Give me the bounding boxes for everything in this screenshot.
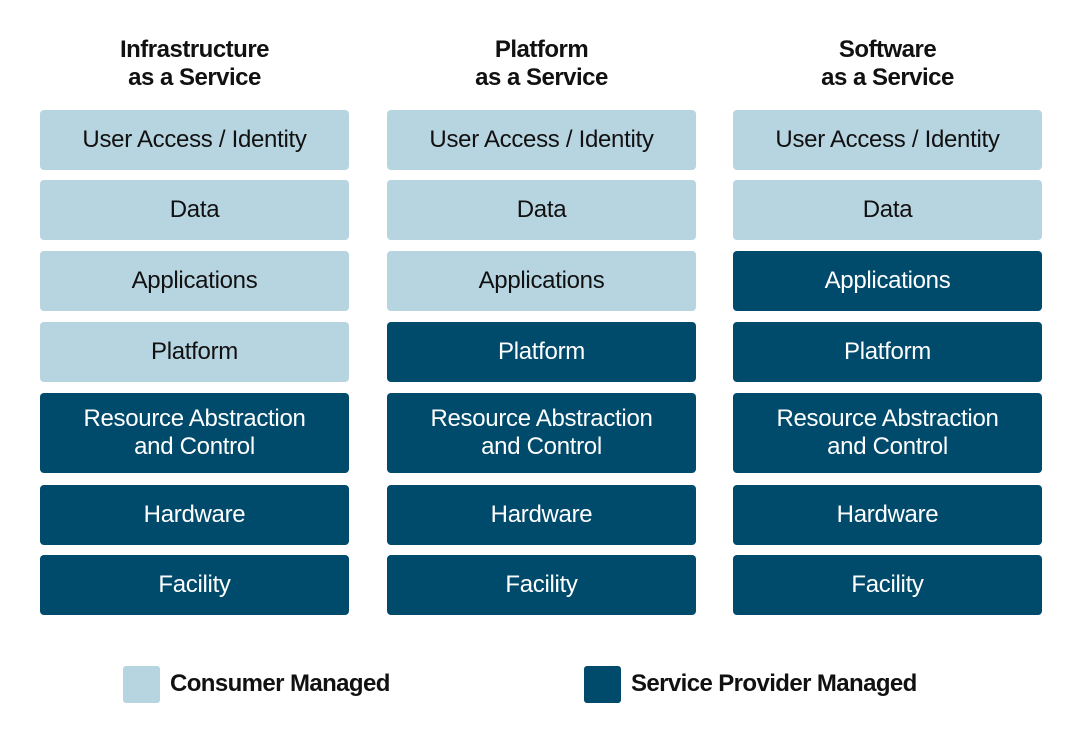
layer-applications: Applications (40, 251, 349, 311)
layer-hardware: Hardware (40, 485, 349, 545)
layer-label: Data (516, 196, 567, 223)
layer-applications: Applications (387, 251, 696, 311)
legend-service-provider-managed: Service Provider Managed (584, 665, 917, 703)
layer-resource-abstraction-and-control: Resource Abstraction and Control (387, 393, 696, 473)
layer-label-line1: Resource Abstraction (430, 405, 653, 432)
layer-hardware: Hardware (733, 485, 1042, 545)
layer-hardware: Hardware (387, 485, 696, 545)
layer-label: Hardware (490, 501, 593, 528)
column-title-line2: as a Service (475, 64, 608, 91)
layer-label: Data (862, 196, 913, 223)
layer-applications: Applications (733, 251, 1042, 311)
layer-facility: Facility (387, 555, 696, 615)
layer-data: Data (733, 180, 1042, 240)
layer-label-line2: and Control (481, 433, 602, 460)
column-title-iaas: Infrastructure as a Service (40, 34, 349, 94)
layer-data: Data (387, 180, 696, 240)
layer-label: Hardware (836, 501, 939, 528)
legend-swatch-provider (584, 665, 621, 703)
layer-label: User Access / Identity (775, 126, 1000, 153)
layer-label: Platform (151, 338, 238, 365)
layer-label: Facility (505, 571, 578, 598)
layer-facility: Facility (733, 555, 1042, 615)
layer-label: Hardware (143, 501, 246, 528)
layer-label-line1: Resource Abstraction (83, 405, 306, 432)
layer-label: Facility (158, 571, 231, 598)
layer-platform: Platform (40, 322, 349, 382)
column-title-line1: Platform (494, 36, 589, 63)
layer-user-access-identity: User Access / Identity (387, 110, 696, 170)
layer-user-access-identity: User Access / Identity (40, 110, 349, 170)
column-paas: Platform as a Service User Access / Iden… (387, 34, 696, 615)
legend-swatch-consumer (123, 665, 160, 703)
layer-label-line1: Resource Abstraction (776, 405, 999, 432)
column-saas: Software as a Service User Access / Iden… (733, 34, 1042, 615)
layer-label: Platform (844, 338, 931, 365)
layer-facility: Facility (40, 555, 349, 615)
column-title-line1: Software (838, 36, 937, 63)
layer-label: Applications (478, 267, 605, 294)
legend-label-provider: Service Provider Managed (631, 670, 917, 697)
layer-label: User Access / Identity (82, 126, 307, 153)
layer-label: Facility (851, 571, 924, 598)
column-iaas: Infrastructure as a Service User Access … (40, 34, 349, 615)
column-title-saas: Software as a Service (733, 34, 1042, 94)
layer-platform: Platform (387, 322, 696, 382)
layer-label: User Access / Identity (429, 126, 654, 153)
layer-label: Applications (131, 267, 258, 294)
layer-label: Applications (824, 267, 951, 294)
layer-label-line2: and Control (827, 433, 948, 460)
column-title-paas: Platform as a Service (387, 34, 696, 94)
layer-data: Data (40, 180, 349, 240)
column-title-line1: Infrastructure (119, 36, 270, 63)
layer-resource-abstraction-and-control: Resource Abstraction and Control (40, 393, 349, 473)
layer-platform: Platform (733, 322, 1042, 382)
column-title-line2: as a Service (128, 64, 261, 91)
legend-consumer-managed: Consumer Managed (123, 665, 390, 703)
layer-label-line2: and Control (134, 433, 255, 460)
column-title-line2: as a Service (821, 64, 954, 91)
layer-resource-abstraction-and-control: Resource Abstraction and Control (733, 393, 1042, 473)
layer-label: Data (169, 196, 220, 223)
legend-label-consumer: Consumer Managed (170, 670, 390, 697)
layer-label: Platform (498, 338, 585, 365)
layer-user-access-identity: User Access / Identity (733, 110, 1042, 170)
